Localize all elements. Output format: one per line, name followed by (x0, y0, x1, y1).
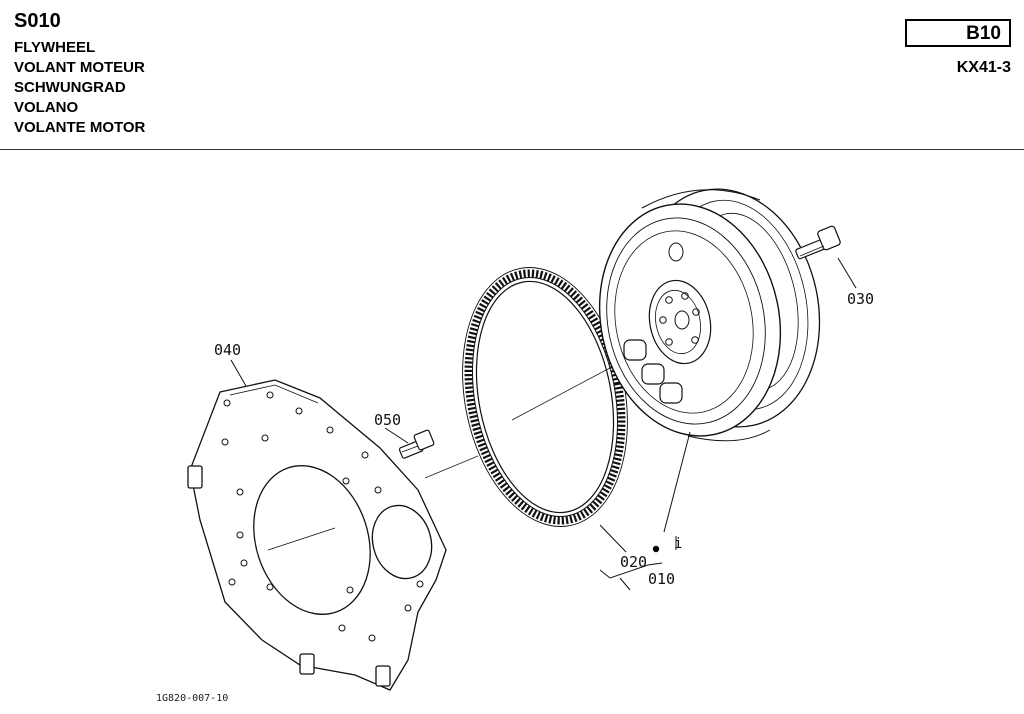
callout-040: 040 (214, 341, 241, 359)
callout-leaders (230, 257, 857, 591)
section-code: S010 (14, 10, 61, 32)
adapter-plate (187, 379, 447, 691)
callout-030: 030 (847, 290, 874, 308)
page-code-box: B10 (905, 19, 1011, 47)
exploded-diagram: 040 050 030 020 010 i 1G820-007-10 (156, 188, 874, 704)
callout-010: 010 (648, 570, 675, 588)
flywheel (598, 188, 821, 442)
dowel-pin (187, 465, 391, 687)
flywheel-lugs (623, 339, 683, 404)
title-french: VOLANT MOTEUR (14, 59, 145, 76)
ring-gear (462, 267, 628, 527)
title-english: FLYWHEEL (14, 39, 96, 56)
figure-id: 1G820-007-10 (156, 693, 228, 704)
plate-bolt (398, 429, 435, 459)
callout-020: 020 (620, 553, 647, 571)
title-spanish: VOLANTE MOTOR (14, 119, 146, 136)
model-name: KX41-3 (956, 59, 1011, 76)
callout-050: 050 (374, 411, 401, 429)
reference-dot (652, 545, 660, 553)
title-italian: VOLANO (14, 99, 79, 116)
header-divider (0, 149, 1024, 150)
callout-mark-i: i (674, 536, 682, 552)
title-german: SCHWUNGRAD (14, 79, 126, 96)
page-header: S010 FLYWHEEL VOLANT MOTEUR SCHWUNGRAD V… (0, 0, 1024, 150)
flywheel-bolt (795, 225, 841, 260)
page-code: B10 (966, 23, 1001, 44)
